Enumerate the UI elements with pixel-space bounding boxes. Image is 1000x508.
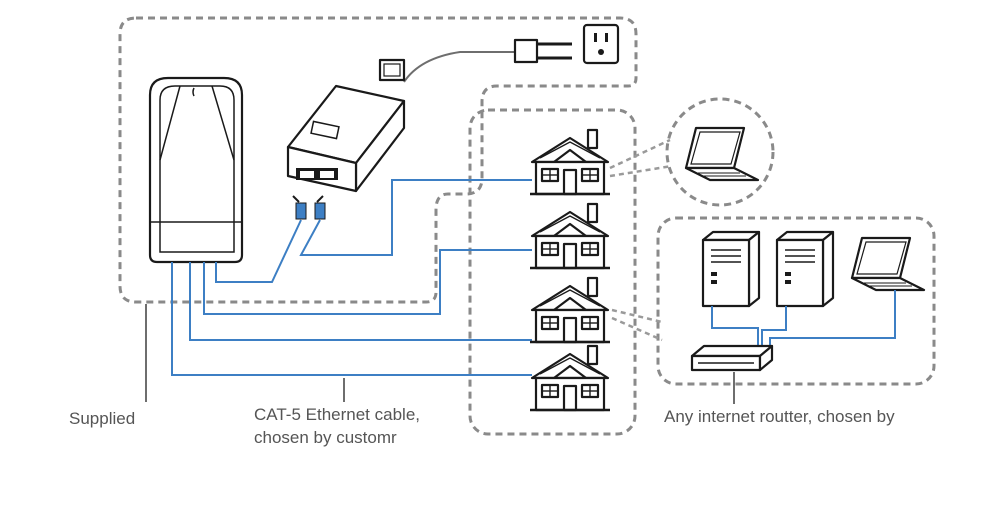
supplied-label: Supplied	[69, 409, 136, 428]
houses-group-outline	[468, 108, 637, 436]
house-icon	[528, 128, 612, 196]
rj45-connector-icon	[292, 195, 326, 220]
house-icon	[528, 276, 612, 344]
laptop-zoom-outline	[665, 97, 775, 207]
router-label: Any internet routter, chosen by	[664, 407, 895, 426]
wall-outlet-icon	[582, 23, 620, 65]
desktop-tower-icon	[775, 230, 835, 308]
laptop-icon	[850, 236, 926, 292]
desktop-tower-icon	[701, 230, 761, 308]
supplied-group-outline	[118, 16, 638, 304]
cable-label-line1: CAT-5 Ethernet cable,	[254, 405, 420, 424]
power-plug-icon	[378, 38, 572, 82]
poe-adapter-icon	[286, 84, 406, 193]
outdoor-unit-icon	[148, 76, 244, 264]
router-group-outline	[656, 216, 936, 386]
router-icon	[690, 344, 774, 372]
cable-label-line2: chosen by customr	[254, 428, 397, 447]
house-icon	[528, 202, 612, 270]
laptop-icon	[684, 126, 760, 182]
house-icon	[528, 344, 612, 412]
